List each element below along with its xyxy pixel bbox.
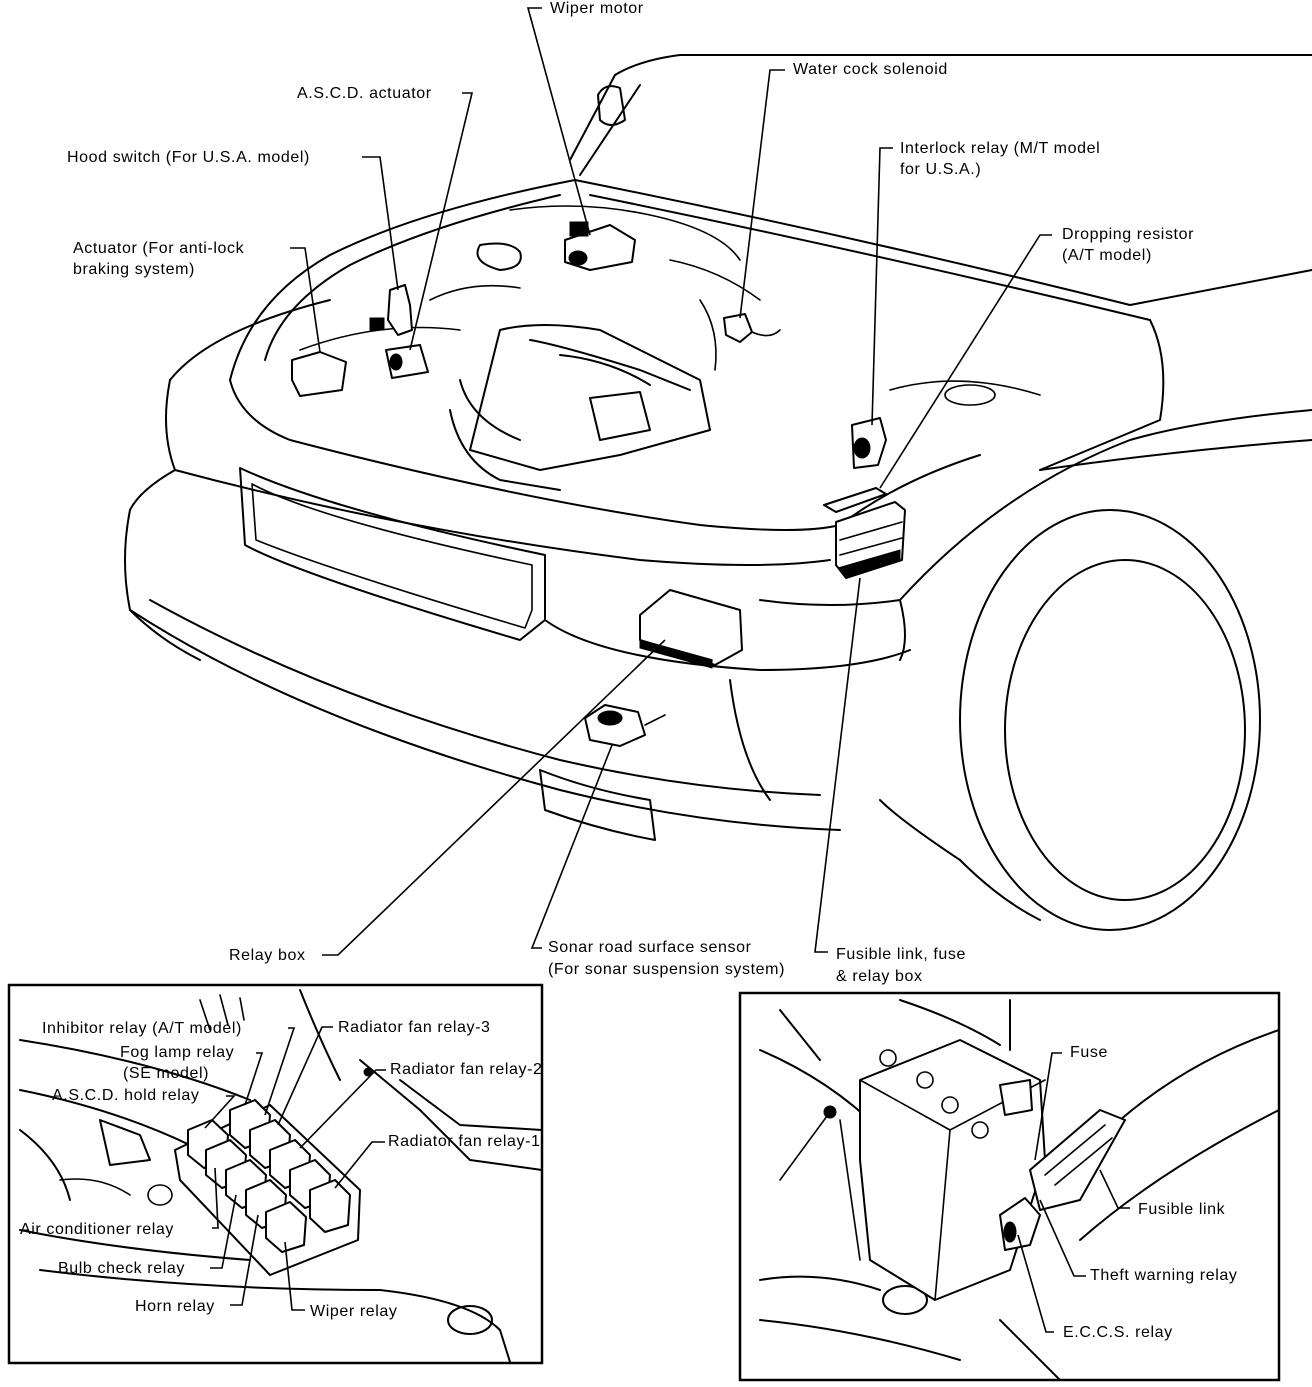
fusible-link-box-part	[835, 501, 906, 579]
label-radiator-fan-relay-2: Radiator fan relay-2	[390, 1061, 543, 1078]
label-fusible-link: Fusible link	[1138, 1201, 1226, 1218]
relay-panel-labels: Inhibitor relay (A/T model) Fog lamp rel…	[20, 1019, 543, 1320]
label-fuse: Fuse	[1070, 1044, 1108, 1061]
label-sonar-sensor-2: (For sonar suspension system)	[548, 961, 785, 978]
label-wiper-relay: Wiper relay	[310, 1303, 398, 1320]
label-wiper-motor: Wiper motor	[550, 0, 644, 17]
label-interlock-relay-2: for U.S.A.)	[900, 161, 981, 178]
label-fusible-box-2: & relay box	[836, 968, 923, 985]
label-dropping-resistor-2: (A/T model)	[1062, 247, 1152, 264]
abs-actuator-part	[291, 351, 347, 397]
relay-box-inset	[7, 983, 544, 1365]
label-abs-actuator: Actuator (For anti-lock	[73, 240, 245, 257]
main-labels: Wiper motor Water cock solenoid A.S.C.D.…	[67, 0, 1194, 985]
label-inhibitor-relay: Inhibitor relay (A/T model)	[42, 1020, 242, 1037]
label-fog-lamp-relay: Fog lamp relay	[120, 1044, 234, 1061]
ascd-actuator-part	[385, 344, 429, 379]
label-horn-relay: Horn relay	[135, 1298, 215, 1315]
label-hood-switch: Hood switch (For U.S.A. model)	[67, 149, 310, 166]
car-body	[124, 54, 1312, 931]
label-ascd-hold-relay: A.S.C.D. hold relay	[52, 1087, 199, 1104]
label-fusible-box: Fusible link, fuse	[836, 946, 966, 963]
label-fog-lamp-relay-2: (SE model)	[123, 1065, 209, 1082]
label-dropping-resistor: Dropping resistor	[1062, 226, 1194, 243]
battery-inset	[738, 991, 1281, 1382]
water-cock-solenoid-part	[723, 313, 781, 343]
leader-lines	[290, 7, 1052, 956]
interlock-relay-part	[851, 417, 887, 469]
label-abs-actuator-2: braking system)	[73, 261, 195, 278]
label-water-cock-solenoid: Water cock solenoid	[793, 61, 948, 78]
label-bulb-check-relay: Bulb check relay	[58, 1260, 185, 1277]
label-air-conditioner-relay: Air conditioner relay	[20, 1221, 174, 1238]
label-theft-warning-relay: Theft warning relay	[1090, 1267, 1237, 1284]
battery-panel-labels: Fuse Fusible link Theft warning relay E.…	[1063, 1044, 1237, 1341]
label-sonar-sensor: Sonar road surface sensor	[548, 939, 752, 956]
sonar-sensor-part	[584, 704, 666, 747]
label-relay-box: Relay box	[229, 947, 306, 964]
relay-box-part	[639, 589, 743, 669]
label-radiator-fan-relay-1: Radiator fan relay-1	[388, 1133, 541, 1150]
dropping-resistor-part	[823, 487, 887, 513]
label-radiator-fan-relay-3: Radiator fan relay-3	[338, 1019, 491, 1036]
label-ascd-actuator: A.S.C.D. actuator	[297, 85, 432, 102]
label-interlock-relay: Interlock relay (M/T model	[900, 140, 1100, 157]
label-eccs-relay: E.C.C.S. relay	[1063, 1324, 1173, 1341]
wiper-motor-part	[564, 221, 636, 271]
hood-switch-part	[369, 284, 413, 336]
